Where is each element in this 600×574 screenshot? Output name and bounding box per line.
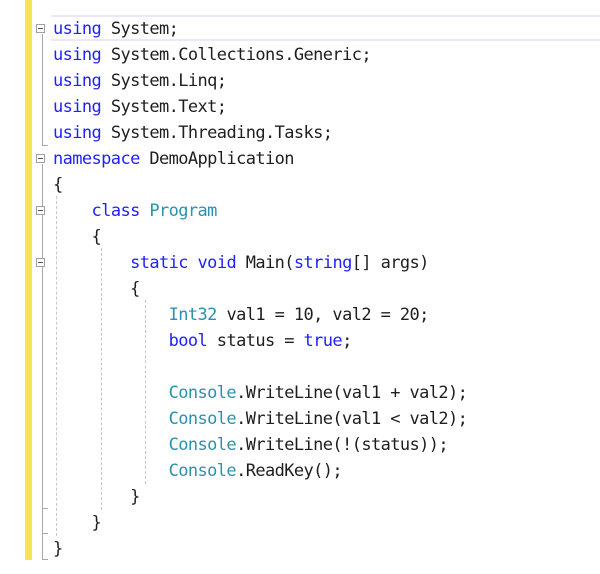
indent [53,305,169,325]
keyword-token: class [91,201,141,221]
indent [53,383,169,403]
keyword-token: namespace [53,149,140,169]
code-line[interactable]: } [53,536,467,562]
type-token: Int32 [168,305,218,325]
keyword-token: bool [168,331,208,351]
current-line-highlight [51,15,600,41]
keyword-token: using [53,45,102,65]
indent [53,331,169,351]
code-text-area[interactable]: using System;using System.Collections.Ge… [53,16,468,562]
code-token: ; [342,331,352,351]
collapse-class-icon[interactable] [36,206,45,215]
fold-region-end [42,508,48,509]
indent-guide [56,196,57,536]
indent [53,253,130,273]
fold-region-end [42,145,48,146]
keyword-token: static [130,253,188,273]
code-token: { [53,175,63,195]
code-line[interactable]: { [53,276,467,302]
fold-region-line [42,164,43,560]
indent [53,487,130,507]
indent [53,279,130,299]
type-token: Console [168,383,237,403]
code-token [140,201,150,221]
code-token: .ReadKey(); [236,461,343,481]
code-token: System; [101,19,179,39]
code-token: } [91,513,102,533]
code-token: System.Linq; [101,71,227,91]
code-token: .WriteLine(!(status)); [236,435,449,455]
code-line[interactable]: Int32 val1 = 10, val2 = 20; [53,302,467,328]
code-token: System.Text; [101,97,227,117]
indent [53,435,169,455]
keyword-token: using [53,123,102,143]
fold-region-end [42,533,48,534]
code-token: System.Collections.Generic; [101,45,372,65]
code-line[interactable]: using System; [53,16,467,42]
change-tracking-bar [25,0,32,560]
code-line[interactable]: { [53,224,467,250]
code-line[interactable]: } [53,510,467,536]
code-token: } [130,487,140,507]
keyword-token: using [53,19,102,39]
collapse-usings-icon[interactable] [36,24,45,33]
code-line[interactable]: Console.WriteLine(!(status)); [53,432,467,458]
indent [53,201,92,221]
code-line[interactable]: Console.WriteLine(val1 + val2); [53,380,468,406]
indent [53,227,92,247]
collapse-method-icon[interactable] [36,258,45,267]
indent [53,513,92,533]
code-token: val1 = 10, val2 = 20; [216,305,429,325]
code-token [188,253,198,273]
code-token: .WriteLine(val1 < val2); [236,409,468,429]
code-line[interactable]: class Program [53,198,467,224]
code-token: System.Threading.Tasks; [101,123,333,143]
code-line[interactable]: namespace DemoApplication [53,146,467,172]
keyword-token: string [293,253,352,273]
code-token: { [91,227,102,247]
code-line[interactable]: using System.Linq; [53,68,467,94]
code-token: .WriteLine(val1 + val2); [236,383,468,403]
type-token: Console [168,461,237,481]
code-line[interactable]: using System.Text; [53,94,467,120]
code-token: [] args) [351,253,430,273]
indent-guide [101,248,102,510]
code-line[interactable]: using System.Collections.Generic; [53,42,467,68]
code-token: Main( [236,253,295,273]
code-token: DemoApplication [139,149,294,169]
code-line[interactable] [53,354,467,380]
collapse-namespace-icon[interactable] [36,154,45,163]
code-line[interactable]: Console.ReadKey(); [53,458,467,484]
type-token: Program [149,201,217,221]
code-token: { [130,279,140,299]
indent [53,461,169,481]
keyword-token: using [53,97,102,117]
indent-guide [145,300,146,484]
code-token: } [53,539,63,559]
keyword-token: true [303,331,343,351]
type-token: Console [168,409,237,429]
indent [53,409,169,429]
fold-region-line [42,34,43,145]
code-line[interactable]: Console.WriteLine(val1 < val2); [53,406,468,432]
code-line[interactable]: } [53,484,467,510]
keyword-token: using [53,71,102,91]
code-line[interactable]: using System.Threading.Tasks; [53,120,467,146]
code-line[interactable]: static void Main(string[] args) [53,250,467,276]
code-line[interactable]: { [53,172,467,198]
fold-region-end [42,559,48,560]
type-token: Console [168,435,237,455]
code-token: status = [207,331,304,351]
code-line[interactable]: bool status = true; [53,328,467,354]
keyword-token: void [197,253,237,273]
